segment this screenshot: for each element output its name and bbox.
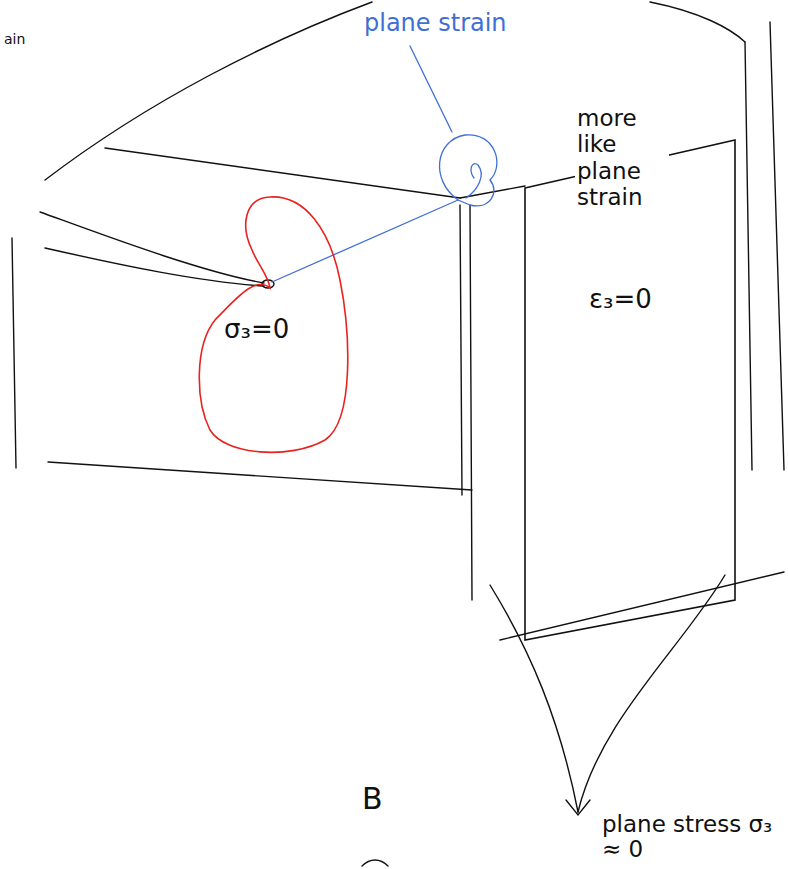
block-edge: [12, 238, 16, 468]
face-note: more like plane strain: [575, 105, 669, 211]
crack-face: [45, 248, 264, 286]
strain-condition: ε₃=0: [587, 285, 654, 315]
outline-path: [199, 197, 347, 452]
stress-condition: σ₃=0: [222, 315, 291, 345]
crack-front: [272, 200, 458, 282]
crack: [40, 212, 274, 288]
thickness-label: B: [360, 782, 385, 815]
zone-callout: plane strain: [362, 10, 509, 36]
bracket-line: [490, 585, 578, 812]
block-edge: [45, 2, 372, 180]
block-edge: [770, 22, 784, 470]
leader-line: [410, 46, 452, 132]
zone-swirl: [466, 164, 481, 198]
surface-note: plane stress σ₃ ≈ 0: [600, 812, 782, 863]
side-face: more like plane strain ε₃=0: [525, 95, 740, 645]
block-edge: [48, 462, 472, 490]
plane-strain-zone: [272, 46, 497, 282]
block-edge: [500, 572, 784, 640]
block-edge: [460, 205, 462, 495]
block-outline: [12, 2, 784, 640]
plastic-zone: σ₃=0: [195, 195, 355, 465]
block-edge: [650, 2, 745, 42]
block-edge: [745, 42, 752, 470]
bracket-line: [578, 575, 725, 812]
outline-path: [525, 140, 735, 640]
stroke-mark: [362, 860, 388, 866]
block-edge: [470, 205, 472, 600]
crack-face: [40, 212, 264, 283]
bracket-tip: [566, 800, 590, 815]
cut-off-text: ain: [2, 32, 27, 47]
block-edge: [105, 148, 460, 198]
plastic-zone: [440, 135, 497, 206]
